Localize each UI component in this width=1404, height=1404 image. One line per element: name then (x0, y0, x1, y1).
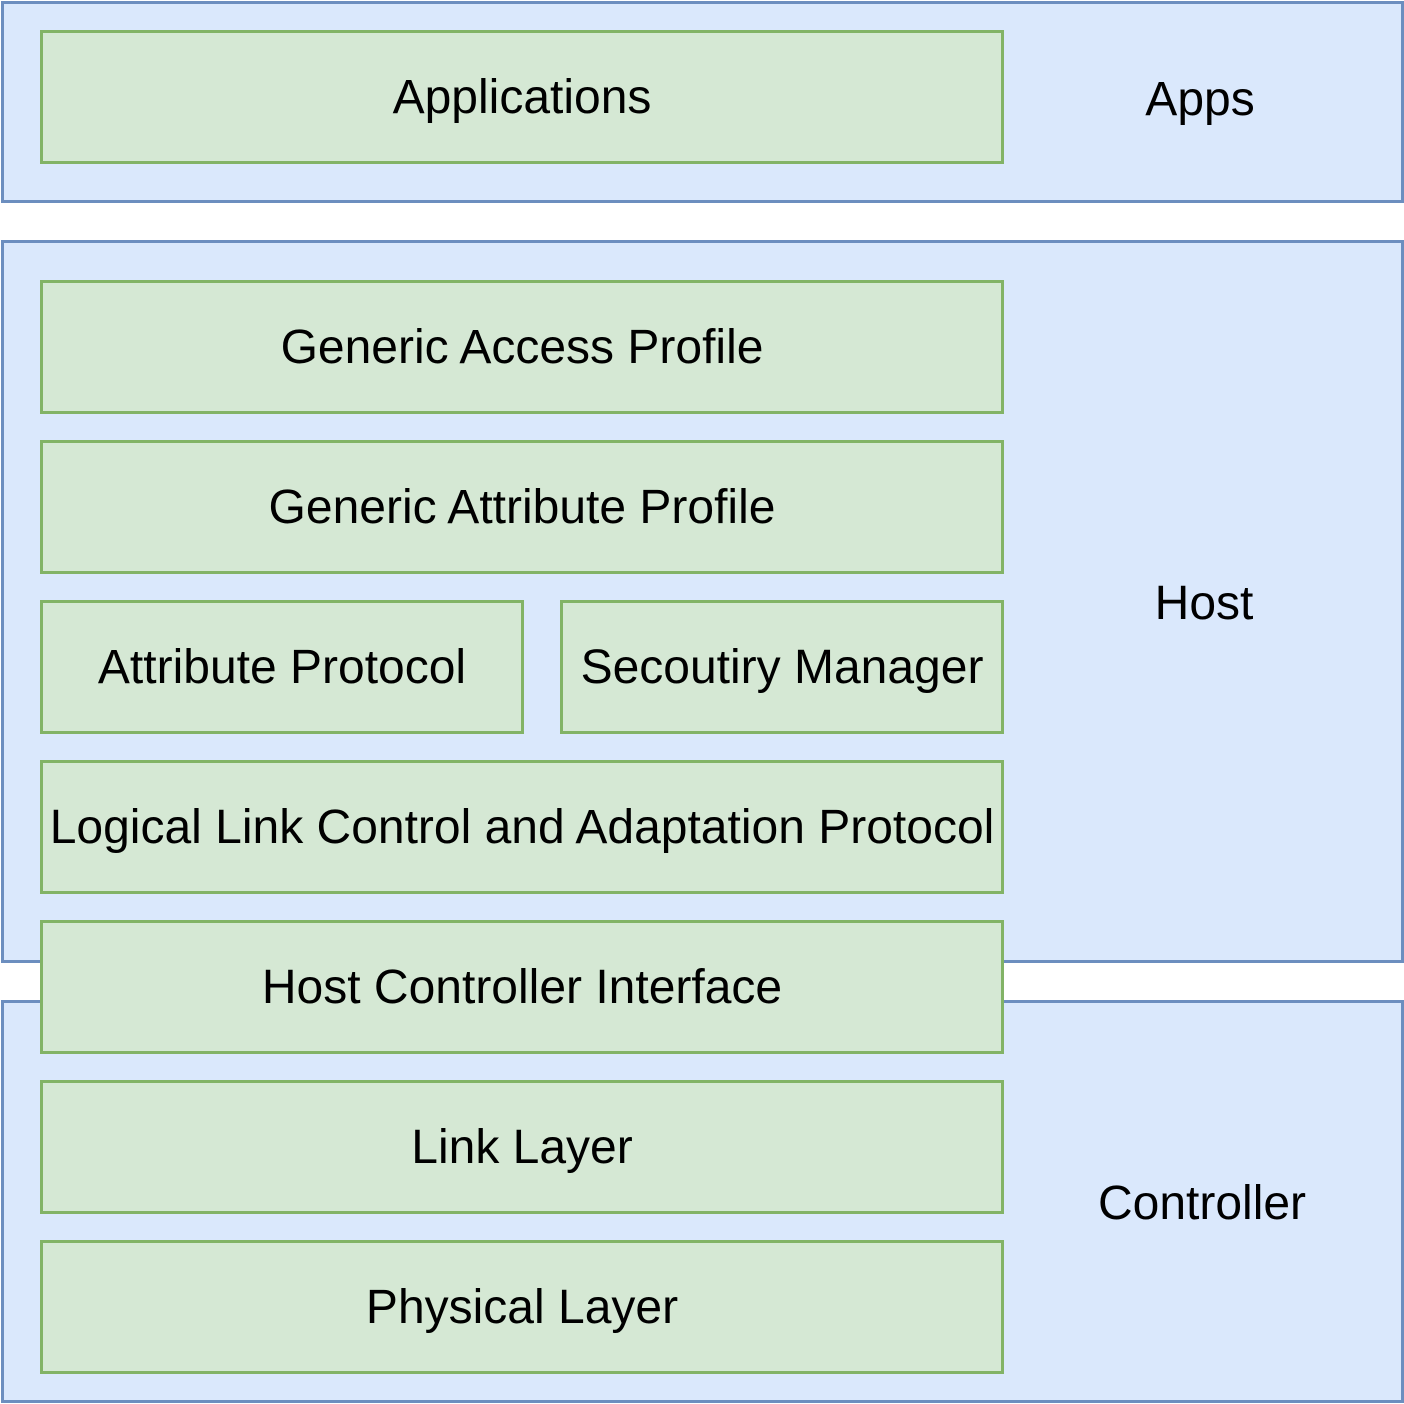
host-controller-interface-layer: Host Controller Interface (40, 920, 1004, 1054)
physical-layer: Physical Layer (40, 1240, 1004, 1374)
controller-group-label: Controller (1097, 1177, 1307, 1230)
host-group-label: Host (1154, 577, 1254, 630)
generic-attribute-profile-layer: Generic Attribute Profile (40, 440, 1004, 574)
generic-access-profile-layer: Generic Access Profile (40, 280, 1004, 414)
security-manager-layer: Secoutiry Manager (560, 600, 1004, 734)
applications-layer: Applications (40, 30, 1004, 164)
attribute-protocol-layer: Attribute Protocol (40, 600, 524, 734)
l2cap-layer: Logical Link Control and Adaptation Prot… (40, 760, 1004, 894)
link-layer: Link Layer (40, 1080, 1004, 1214)
apps-group-label: Apps (1145, 73, 1255, 126)
